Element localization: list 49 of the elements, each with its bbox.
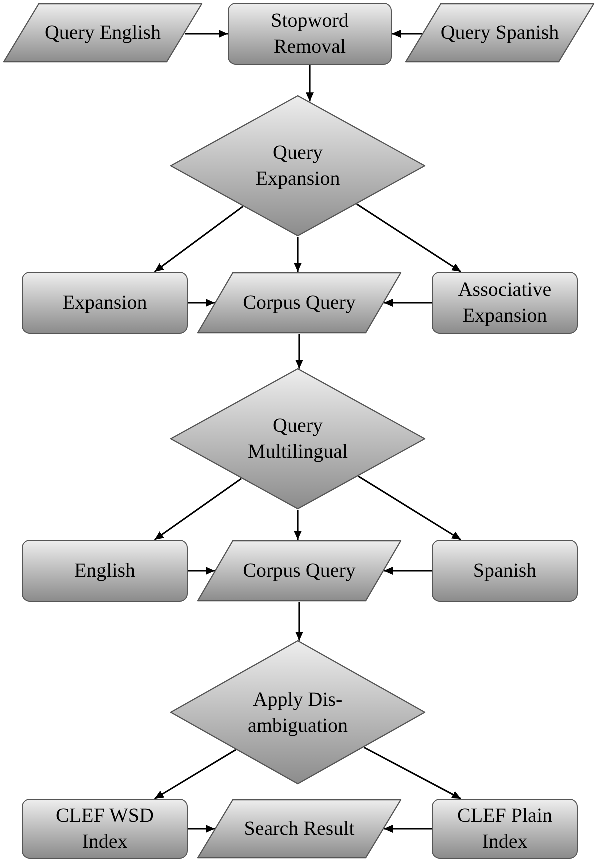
node-label: CLEF Plain Index [456,804,554,855]
node-label: Query English [44,21,162,46]
node-label: Corpus Query [243,291,356,316]
node-label: Expansion [62,291,148,316]
arrow [188,825,215,833]
process-box [22,272,188,334]
arrow [188,299,215,307]
decision-diamond [170,368,426,510]
arrow [384,567,432,575]
process-box [432,540,578,602]
arrow [358,476,462,541]
data-parallelogram [197,272,402,334]
node-label: CLEF WSD Index [55,804,155,855]
arrow [188,567,215,575]
node-label: Query Spanish [440,21,560,46]
data-parallelogram [3,3,203,63]
decision-diamond [170,95,426,237]
data-parallelogram [197,799,402,859]
arrow [364,746,462,800]
arrow [154,206,244,273]
arrow [185,30,228,38]
node-label: Query Expansion [254,141,342,192]
process-box [432,799,578,859]
node-label: Apply Dis- ambiguation [247,688,349,738]
arrow [154,749,236,800]
data-parallelogram [405,3,595,63]
node-label: Corpus Query [243,559,356,584]
node-label: Search Result [244,817,355,842]
arrow [154,478,242,541]
arrow [296,602,304,641]
node-label: English [74,559,136,584]
arrow [356,204,462,273]
decision-diamond [170,640,426,785]
data-parallelogram [197,540,402,602]
process-box [432,272,578,334]
arrow [392,30,423,38]
node-label: Query Multilingual [247,414,349,465]
process-box [22,799,188,859]
arrow [294,510,302,540]
arrow [384,299,432,307]
arrow [294,237,302,272]
node-label: Spanish [473,559,537,584]
node-label: Stopword Removal [270,9,350,60]
arrow [306,65,314,102]
process-box [22,540,188,602]
node-label: Associative Expansion [457,278,553,329]
process-box [228,3,392,65]
arrow [296,334,304,369]
arrow [384,825,432,833]
